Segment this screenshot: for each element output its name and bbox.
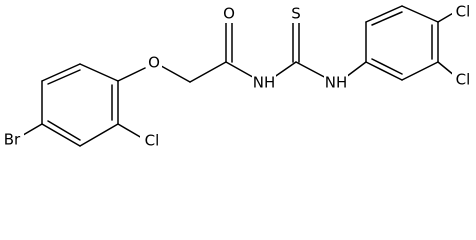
- atom-bg: [452, 71, 474, 89]
- atom-bg: [252, 74, 276, 92]
- right-aryl-ring: [365, 5, 439, 81]
- carbonyl-oxygen-label: O: [223, 5, 235, 23]
- chlorine-atom-label-para: Cl: [456, 3, 471, 21]
- ether-oxygen-label: O: [148, 54, 160, 72]
- bond: [189, 61, 227, 83]
- bond: [47, 120, 81, 141]
- bond: [47, 69, 81, 85]
- atom-bg: [452, 3, 474, 21]
- left-aryl-ring: [41, 63, 119, 147]
- chlorine-atom-label-ortho: Cl: [145, 132, 160, 150]
- atom-bg: [0, 130, 24, 148]
- chlorine-atom-label-meta: Cl: [456, 71, 471, 89]
- bond: [117, 123, 143, 139]
- atom-bg: [146, 54, 162, 72]
- bond: [371, 58, 403, 75]
- bromine-atom-label: Br: [4, 131, 21, 149]
- atom-bg: [324, 74, 348, 92]
- bond: [79, 63, 119, 82]
- bond: [365, 61, 403, 81]
- structure-canvas: Br Cl O O NH S NH Cl Cl: [0, 2, 474, 150]
- atom-bg: [221, 5, 237, 23]
- bond: [371, 11, 403, 26]
- atom-bg: [288, 5, 304, 23]
- bond: [401, 5, 439, 23]
- bond: [79, 123, 119, 147]
- amide-nh-label: NH: [253, 74, 276, 92]
- bond: [41, 123, 81, 147]
- thioamide-nh-label: NH: [325, 74, 348, 92]
- chemical-structure: Br Cl O O NH S NH Cl Cl: [0, 2, 474, 150]
- bond: [401, 61, 439, 81]
- bond: [117, 67, 146, 82]
- bond: [41, 63, 81, 82]
- bond: [365, 5, 403, 23]
- atom-bg: [140, 132, 162, 150]
- thione-sulfur-label: S: [291, 5, 301, 23]
